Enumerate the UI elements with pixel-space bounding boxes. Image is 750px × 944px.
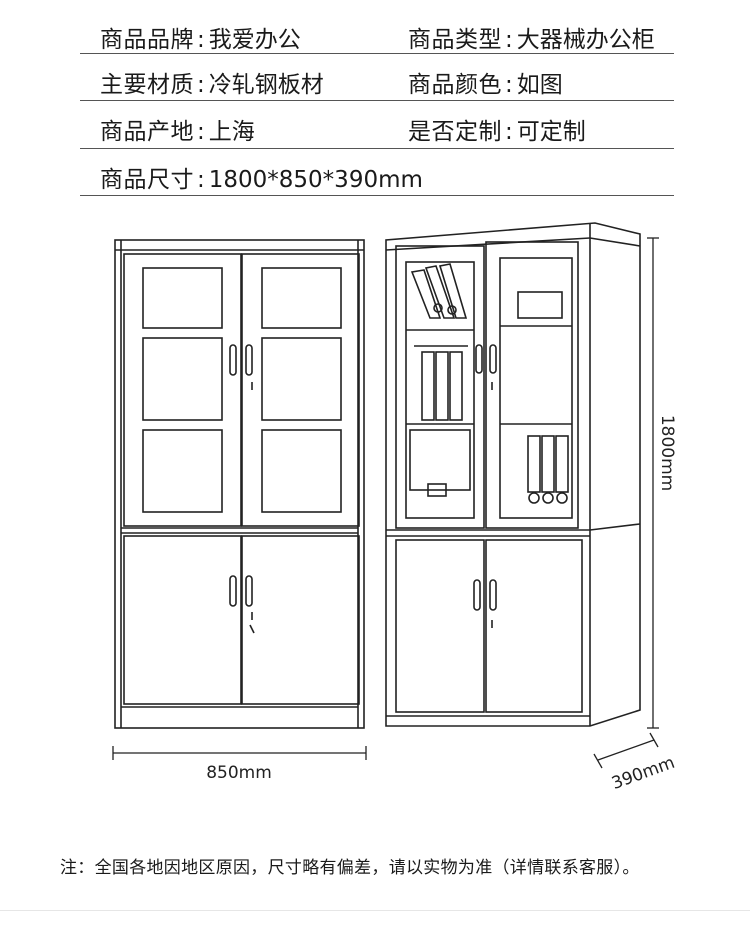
spec-color: 商品颜色:如图 [408, 65, 563, 99]
spec-separator: : [197, 167, 205, 193]
spec-separator: : [197, 119, 205, 145]
spec-label: 商品品牌 [100, 27, 194, 53]
spec-label: 是否定制 [408, 119, 502, 145]
front-view-cabinet [114, 239, 365, 729]
spec-size: 商品尺寸:1800*850*390mm [100, 160, 423, 194]
spec-label: 主要材质 [100, 72, 194, 98]
spec-material: 主要材质:冷轧钢板材 [100, 65, 324, 99]
spec-value: 上海 [208, 119, 255, 145]
spec-value: 1800*850*390mm [208, 167, 423, 193]
spec-label: 商品尺寸 [100, 167, 194, 193]
spec-value: 冷轧钢板材 [208, 72, 324, 98]
spec-value: 我爱办公 [208, 27, 301, 53]
depth-dimension-label: 390mm [609, 753, 677, 794]
perspective-view-cabinet [385, 222, 641, 727]
height-dimension-label: 1800mm [657, 415, 677, 491]
divider [0, 910, 750, 911]
spec-value: 可定制 [516, 119, 586, 145]
spec-brand: 商品品牌:我爱办公 [100, 20, 301, 54]
spec-separator: : [505, 72, 513, 98]
spec-label: 商品产地 [100, 119, 194, 145]
spec-custom: 是否定制:可定制 [408, 112, 586, 146]
spec-row: 商品品牌:我爱办公 商品类型:大器械办公柜 [80, 12, 674, 54]
spec-label: 商品颜色 [408, 72, 502, 98]
spec-origin: 商品产地:上海 [100, 112, 255, 146]
spec-row: 商品产地:上海 是否定制:可定制 [80, 100, 674, 149]
spec-value: 大器械办公柜 [516, 27, 655, 53]
dimension-lines [112, 237, 659, 769]
spec-separator: : [505, 119, 513, 145]
spec-separator: : [197, 27, 205, 53]
spec-separator: : [505, 27, 513, 53]
spec-type: 商品类型:大器械办公柜 [408, 20, 655, 54]
spec-separator: : [197, 72, 205, 98]
spec-row: 主要材质:冷轧钢板材 商品颜色:如图 [80, 53, 674, 101]
spec-row: 商品尺寸:1800*850*390mm [80, 148, 674, 196]
spec-value: 如图 [516, 72, 563, 98]
size-disclaimer-note: 注：全国各地因地区原因，尺寸略有偏差，请以实物为准（详情联系客服）。 [60, 858, 640, 878]
spec-label: 商品类型 [408, 27, 502, 53]
width-dimension-label: 850mm [206, 763, 272, 783]
